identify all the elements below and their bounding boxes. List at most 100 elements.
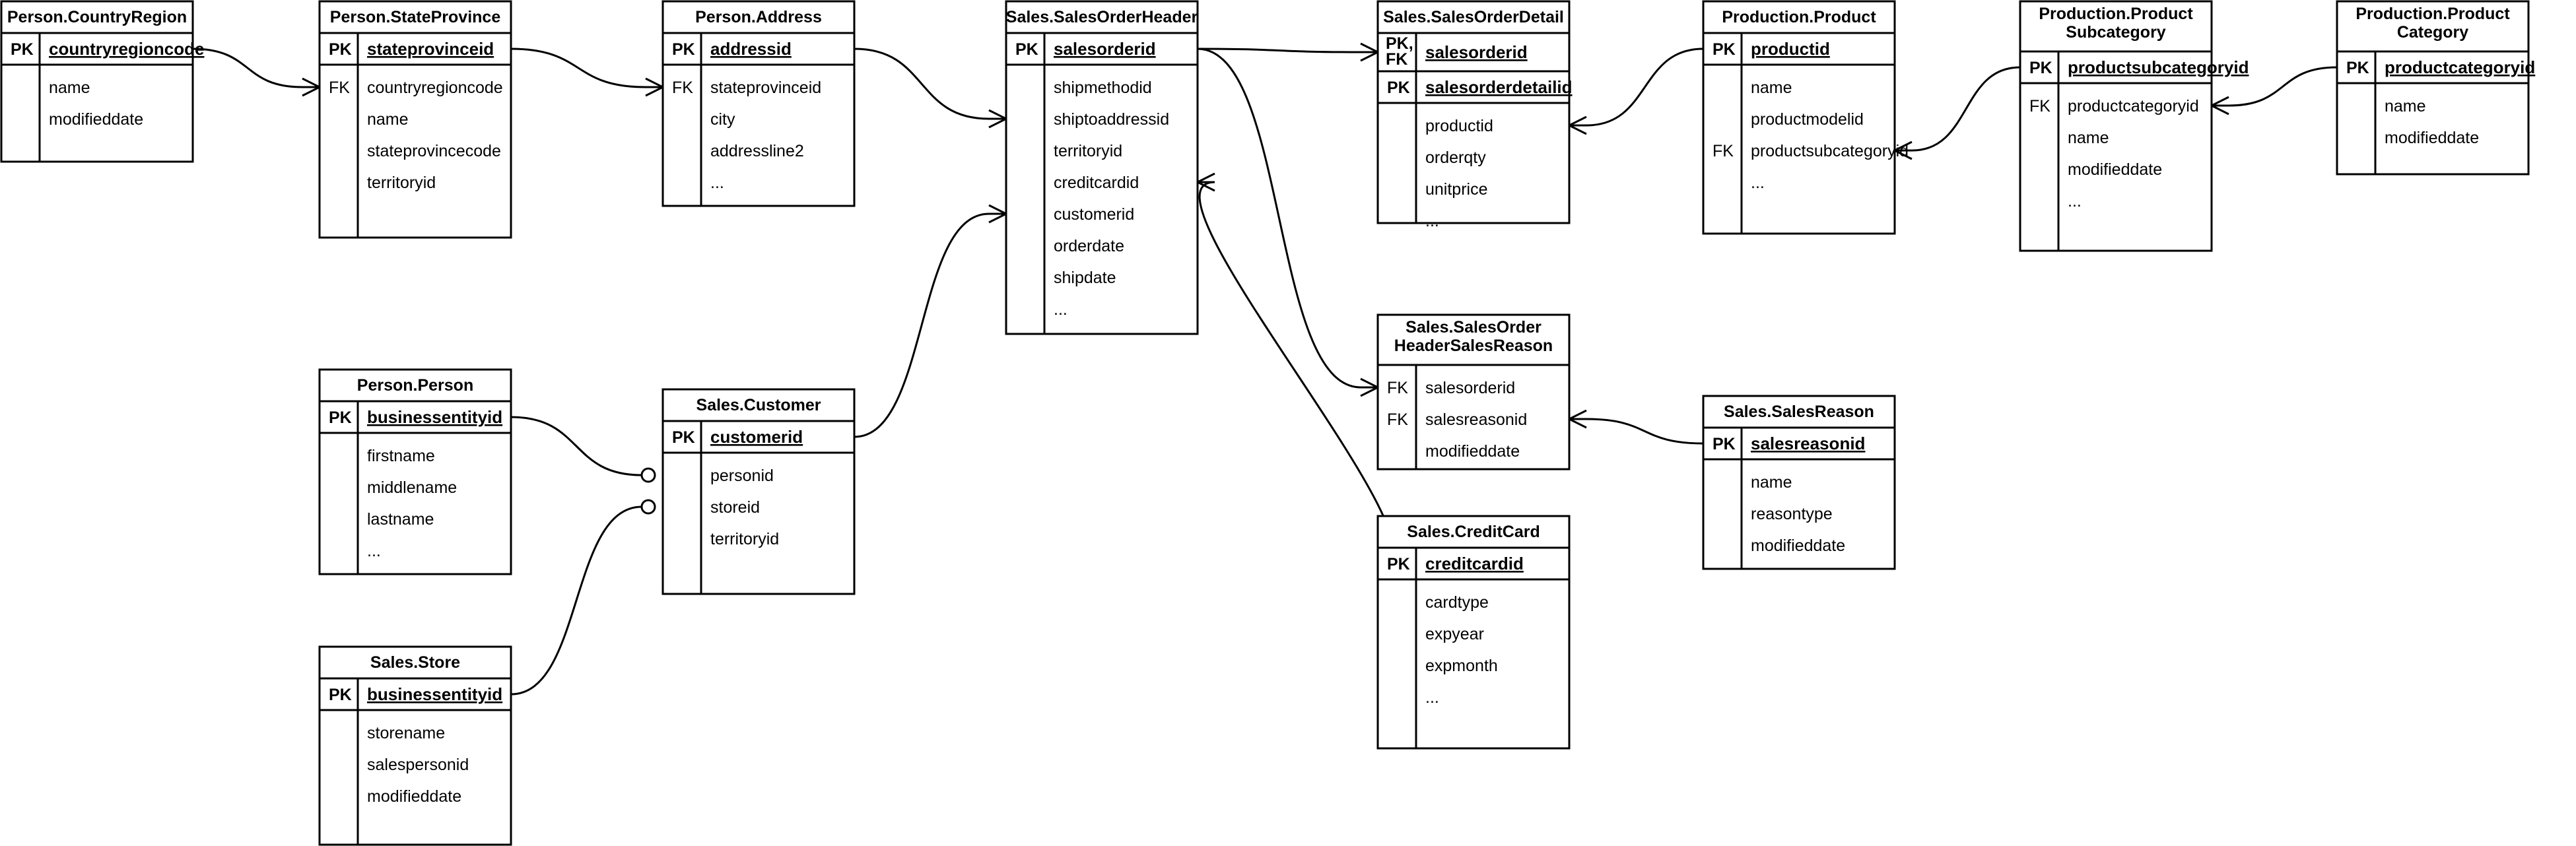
pk-field-addressid: addressid: [710, 39, 792, 59]
field-expyear: expyear: [1425, 625, 1484, 643]
pk-field-creditcardid: creditcardid: [1425, 554, 1524, 573]
field-countryregioncode: countryregioncode: [367, 79, 503, 97]
field-productid: productid: [1425, 117, 1493, 135]
field-productcategoryid: productcategoryid: [2068, 97, 2199, 115]
table-title-production-product: Production.Product: [1722, 8, 1876, 26]
table-title-person-countryregion: Person.CountryRegion: [7, 8, 187, 26]
field-productmodelid: productmodelid: [1751, 110, 1864, 129]
table-title-production-productsubcategory: Subcategory: [2066, 23, 2166, 42]
field-modifieddate: modifieddate: [49, 110, 143, 129]
key-label-fk: FK: [1712, 142, 1734, 160]
field-modifieddate: modifieddate: [2385, 129, 2479, 147]
field-...: ...: [1425, 688, 1439, 707]
pk-field-businessentityid: businessentityid: [367, 684, 502, 704]
key-label-fk: FK: [1387, 379, 1408, 397]
field-name: name: [367, 110, 409, 129]
edge-marker-rel-salesorderdetail-product: [1569, 115, 1587, 135]
key-label-pk: PK: [2346, 59, 2369, 77]
field-shipdate: shipdate: [1054, 269, 1116, 287]
relationship-rel-product-productsubcategory[interactable]: [1911, 66, 2021, 152]
field-expmonth: expmonth: [1425, 657, 1498, 675]
pk-field-salesorderdetailid: salesorderdetailid: [1425, 77, 1573, 97]
relationship-edges: [191, 40, 2338, 703]
field-territoryid: territoryid: [367, 174, 436, 192]
table-border-sales-salesorderheader: [1005, 0, 1199, 335]
relationship-rel-salesorderheader-salesorderdetail[interactable]: [1197, 48, 1361, 53]
field-modifieddate: modifieddate: [367, 787, 461, 806]
table-border-person-stateprovince: [318, 0, 512, 239]
table-title-sales-store: Sales.Store: [370, 653, 460, 672]
relationship-rel-productsubcategory-productcategory[interactable]: [2228, 66, 2338, 107]
key-label-fk: FK: [672, 79, 693, 97]
field-salesreasonid: salesreasonid: [1425, 410, 1527, 429]
field-territoryid: territoryid: [710, 530, 779, 548]
relationship-rel-address-salesorderheader[interactable]: [854, 48, 990, 120]
table-border-sales-customer: [661, 388, 856, 595]
key-label-pk: PK: [2029, 59, 2052, 77]
table-border-sales-creditcard: [1376, 515, 1571, 750]
table-border-sales-salesorderdetail: [1376, 0, 1571, 224]
table-title-sales-salesreason: Sales.SalesReason: [1724, 403, 1874, 421]
field-middlename: middlename: [367, 478, 457, 497]
edge-marker-rel-address-salesorderheader: [988, 109, 1007, 129]
field-...: ...: [1751, 174, 1765, 192]
table-title-sales-salesorderheadersalesreason: Sales.SalesOrder: [1406, 318, 1542, 337]
relationship-rel-person-customer[interactable]: [510, 416, 642, 476]
table-title-sales-creditcard: Sales.CreditCard: [1407, 523, 1540, 541]
field-lastname: lastname: [367, 510, 434, 529]
pk-field-productid: productid: [1751, 39, 1830, 59]
field-unitprice: unitprice: [1425, 180, 1488, 199]
pk-field-salesorderid: salesorderid: [1054, 39, 1156, 59]
field-modifieddate: modifieddate: [1425, 442, 1520, 461]
table-title-person-person: Person.Person: [357, 376, 473, 395]
relationship-rel-salesorderdetail-product[interactable]: [1586, 48, 1704, 127]
relationship-rel-customer-salesorderheader[interactable]: [854, 212, 990, 438]
pk-field-customerid: customerid: [710, 427, 803, 447]
field-productsubcategoryid: productsubcategoryid: [1751, 142, 1909, 160]
field-personid: personid: [710, 467, 774, 485]
field-stateprovinceid: stateprovinceid: [710, 79, 821, 97]
pk-field-salesorderid: salesorderid: [1425, 42, 1528, 62]
field-salespersonid: salespersonid: [367, 756, 469, 774]
table-title-sales-customer: Sales.Customer: [696, 396, 821, 414]
table-title-sales-salesorderheadersalesreason: HeaderSalesReason: [1394, 337, 1553, 355]
field-salesorderid: salesorderid: [1425, 379, 1515, 397]
relationship-rel-salesorderheader-sohsr[interactable]: [1197, 48, 1361, 389]
pk-field-businessentityid: businessentityid: [367, 407, 502, 427]
relationship-rel-creditcard-salesorderheader[interactable]: [1198, 181, 1394, 565]
edge-marker-rel-customer-salesorderheader: [988, 204, 1007, 224]
relationship-rel-store-customer[interactable]: [510, 505, 642, 696]
edge-marker-rel-productsubcategory-productcategory: [2211, 96, 2229, 115]
table-title-production-productcategory: Category: [2397, 23, 2468, 42]
table-border-sales-store: [318, 645, 512, 846]
edge-marker-rel-creditcard-salesorderheader: [1197, 172, 1215, 192]
table-title-sales-salesorderheader: Sales.SalesOrderHeader: [1006, 8, 1198, 26]
relationship-rel-sohsr-salesreason[interactable]: [1586, 418, 1704, 445]
key-label-pk: PK: [1712, 40, 1736, 59]
key-label-pk: PK: [329, 40, 352, 59]
field-...: ...: [1425, 212, 1439, 230]
relationship-rel-stateprovince-address[interactable]: [510, 48, 646, 88]
field-storeid: storeid: [710, 498, 760, 517]
relationship-rel-countryregion-stateprovince[interactable]: [192, 48, 303, 88]
key-label-pk: PK: [672, 428, 695, 447]
key-label-pkfk: FK: [1386, 50, 1407, 69]
pk-field-productsubcategoryid: productsubcategoryid: [2068, 57, 2249, 77]
field-name: name: [1751, 79, 1792, 97]
pk-field-stateprovinceid: stateprovinceid: [367, 39, 494, 59]
